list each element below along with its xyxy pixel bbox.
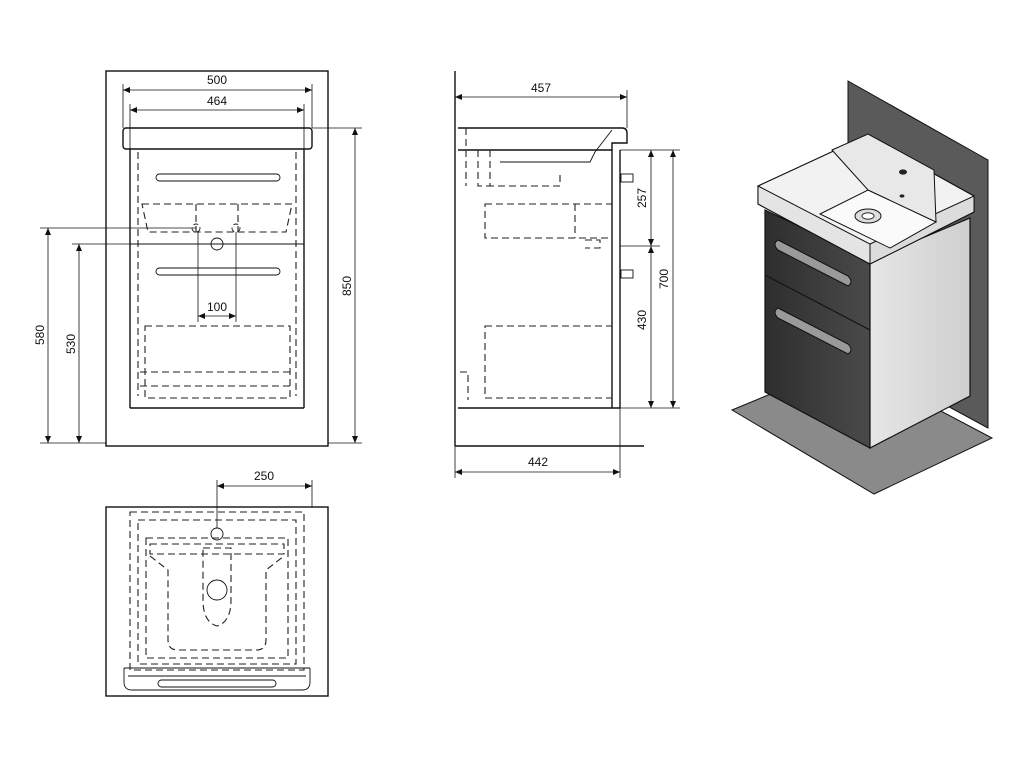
- dim-front-height-total: 850: [340, 276, 354, 296]
- dim-front-inner-width: 464: [207, 94, 227, 108]
- dim-side-lower-height: 430: [635, 310, 649, 330]
- front-handle-bottom: [155, 267, 281, 276]
- side-basin: [458, 127, 628, 151]
- dim-top-drain-offset: 250: [254, 469, 274, 483]
- top-handle: [157, 679, 277, 688]
- iso-cabinet-side: [869, 217, 971, 449]
- dim-front-total-width: 500: [207, 73, 227, 87]
- top-dimensions: 250: [216, 469, 313, 528]
- top-basin-front-edge: [123, 668, 311, 691]
- dim-front-height-580: 580: [33, 325, 47, 345]
- top-drain-circle: [206, 579, 228, 601]
- side-view: 457 442 257 700 430: [454, 71, 680, 478]
- side-handle-bottom: [620, 269, 634, 279]
- dim-side-cabinet-height: 700: [657, 269, 671, 289]
- iso-tap-hole: [899, 169, 907, 175]
- isometric-view: [730, 80, 994, 495]
- side-basin-slope: [500, 129, 613, 163]
- front-view-frame: [105, 70, 329, 447]
- dim-front-drain-offset: 100: [207, 300, 227, 314]
- dim-side-bottom-depth: 442: [528, 455, 548, 469]
- iso-handle-top: [774, 239, 852, 287]
- iso-handle-bottom: [774, 307, 852, 355]
- front-dimensions: 500 464 100 850 580 530: [33, 73, 362, 444]
- top-hidden-lines: [129, 511, 305, 671]
- front-handle-top: [155, 173, 281, 182]
- iso-drawer-split: [764, 274, 871, 331]
- side-dimensions: 457 442 257 700 430: [454, 81, 680, 478]
- iso-overflow-hole: [899, 194, 905, 198]
- front-basin-top: [122, 127, 313, 150]
- dim-side-top-depth: 457: [531, 81, 551, 95]
- dim-side-drawer-gap: 257: [635, 188, 649, 208]
- front-hidden-lines: [137, 152, 297, 399]
- side-handle-top: [620, 173, 634, 183]
- side-hidden-lines: [460, 128, 613, 400]
- front-view: 500 464 100 850 580 530: [33, 70, 362, 447]
- dim-front-height-530: 530: [64, 334, 78, 354]
- iso-basin-slope: [831, 133, 937, 223]
- top-view: 250: [105, 469, 329, 697]
